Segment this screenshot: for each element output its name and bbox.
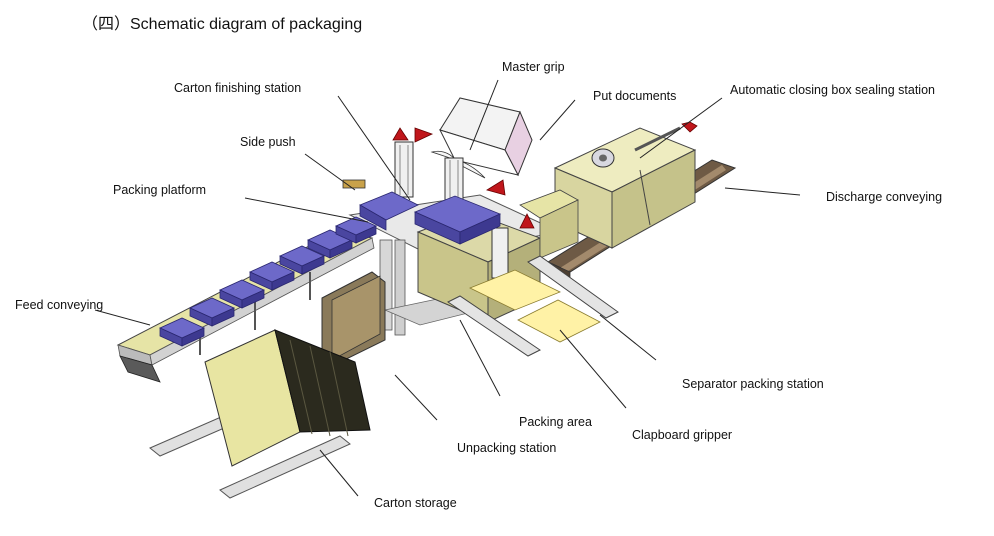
master-grip-hood [430,97,533,179]
label-discharge-conveying: Discharge conveying [826,190,943,204]
leader-packing-area [459,319,501,397]
product-group-3 [219,279,265,309]
label-clapboard-gripper: Clapboard gripper [632,428,733,442]
diagram-title: （四）Schematic diagram of packaging [82,16,363,33]
leader-separator [599,314,657,361]
leader-put-documents [539,99,576,141]
leader-feed [94,309,151,326]
label-carton-storage: Carton storage [374,496,457,510]
leader-lines [94,79,801,497]
leader-carton-storage [319,449,359,497]
leader-packing-platform [244,197,369,223]
product-group-6 [307,229,353,259]
leader-auto-closing [639,97,723,159]
label-unpacking-station: Unpacking station [457,441,557,455]
product-group-1 [159,317,205,347]
leader-side-push [304,153,356,191]
leader-discharge [724,187,801,196]
label-packing-area: Packing area [519,415,592,429]
label-packing-platform: Packing platform [113,183,207,197]
feed-products [159,216,377,347]
leader-carton-finishing [337,95,411,201]
label-put-documents: Put documents [593,89,677,103]
unpacking-cartons [321,271,386,367]
product-group-5 [279,245,325,275]
separator-rails [447,255,619,357]
label-feed-conveying: Feed conveying [15,298,104,312]
product-group-4 [249,261,295,291]
carton-storage [149,329,371,499]
gripper-columns [392,127,535,279]
label-carton-finishing-station: Carton finishing station [174,81,302,95]
label-master-grip: Master grip [502,60,565,74]
product-group-2 [189,297,235,327]
label-automatic-closing-box-sealing-station: Automatic closing box sealing station [730,83,935,97]
label-side-push: Side push [240,135,296,149]
platform-products [342,179,502,245]
leader-clapboard [559,329,627,409]
label-separator-packing-station: Separator packing station [682,377,824,391]
leader-master-grip [469,79,499,151]
leader-unpacking [394,374,438,421]
